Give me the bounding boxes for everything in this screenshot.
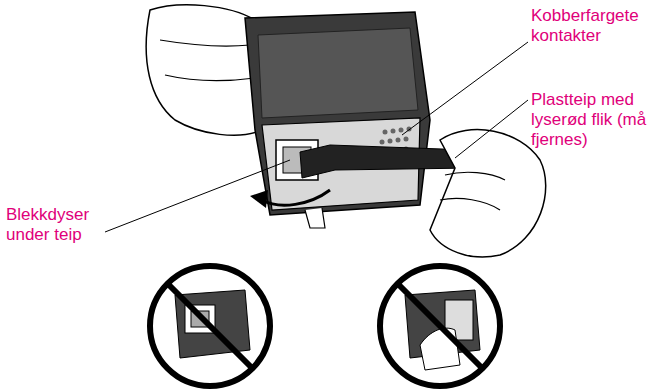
left-hand [146,5,262,135]
finger-lines [440,172,505,210]
finger-lines [160,40,255,81]
leader-line [455,100,528,158]
do-not-touch-contacts [380,266,500,386]
cartridge-foot [305,208,325,228]
right-hand [430,130,546,257]
callout-label: Blekkdyser under teip [6,205,111,245]
cartridge-top [258,28,418,118]
callout-label: Plastteip med lyserød flik (må fjernes) [531,90,666,150]
pull-arrow-head [250,190,268,208]
pull-arrow [262,190,330,205]
callout-label: Kobberfargete kontakter [531,6,666,46]
leader-line [105,160,290,232]
do-not-touch-nozzles [150,266,270,386]
cartridge-body [245,12,430,215]
leader-line [402,42,528,135]
